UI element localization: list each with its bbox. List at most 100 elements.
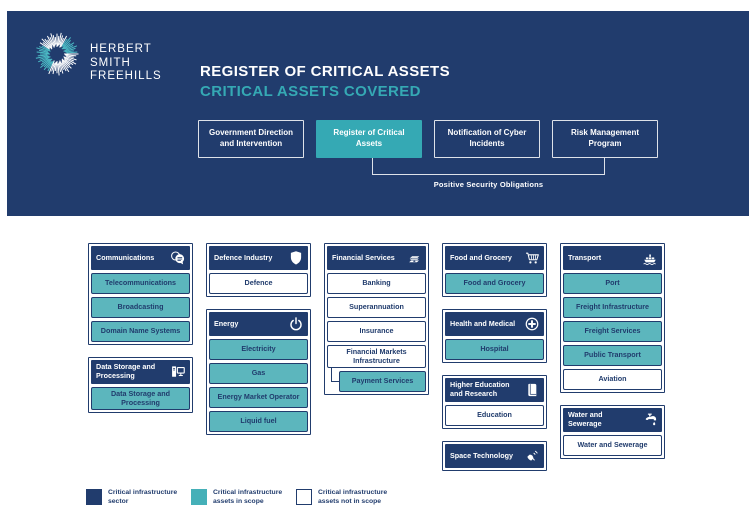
asset-insurance: Insurance [327, 321, 426, 342]
asset-banking: Banking [327, 273, 426, 294]
shopping-cart-icon [524, 250, 540, 266]
asset-superannuation: Superannuation [327, 297, 426, 318]
ship-icon [642, 250, 658, 266]
asset-connector-line [331, 367, 339, 383]
asset-liquid-fuel: Liquid fuel [209, 411, 308, 432]
sector-title: Health and Medical [450, 318, 516, 328]
brand-name: HERBERT SMITH FREEHILLS [90, 43, 162, 84]
sector-header: Health and Medical [445, 312, 544, 336]
asset-freight-infrastructure: Freight Infrastructure [563, 297, 662, 318]
sector-title: Financial Services [332, 252, 395, 262]
legend-swatch-navy [86, 489, 102, 505]
asset-data-storage-and-processing: Data Storage and Processing [91, 387, 190, 411]
asset-defence: Defence [209, 273, 308, 294]
asset-payment-services: Payment Services [339, 371, 426, 393]
computer-icon [170, 364, 186, 380]
nav-notification-of-cyber-incidents[interactable]: Notification of Cyber Incidents [434, 120, 540, 158]
sector-title: Space Technology [450, 450, 513, 460]
legend-label: Critical infrastructure assets in scope [213, 489, 283, 505]
asset-financial-markets-infrastructure: Financial Markets Infrastructure [327, 345, 426, 369]
sector-title: Higher Education and Research [450, 380, 510, 398]
sector-title: Energy [214, 318, 239, 328]
sector-title: Defence Industry [214, 252, 273, 262]
brand-line: SMITH [90, 56, 131, 69]
asset-indent-wrap: Payment Services [331, 367, 426, 393]
satellite-icon [524, 448, 540, 464]
asset-electricity: Electricity [209, 339, 308, 360]
asset-telecommunications: Telecommunications [91, 273, 190, 294]
header-band: HERBERT SMITH FREEHILLS REGISTER OF CRIT… [7, 11, 749, 216]
asset-food-and-grocery: Food and Grocery [445, 273, 544, 294]
asset-freight-services: Freight Services [563, 321, 662, 342]
title-block: REGISTER OF CRITICAL ASSETS CRITICAL ASS… [200, 63, 450, 100]
sector-header: Communications [91, 246, 190, 270]
sector-header: Food and Grocery [445, 246, 544, 270]
brand-line: HERBERT [90, 43, 152, 55]
starburst-logo-icon [33, 30, 81, 78]
asset-energy-market-operator: Energy Market Operator [209, 387, 308, 408]
asset-domain-name-systems: Domain Name Systems [91, 321, 190, 342]
page-subtitle: CRITICAL ASSETS COVERED [200, 83, 421, 100]
asset-hospital: Hospital [445, 339, 544, 360]
asset-port: Port [563, 273, 662, 294]
sector-header: Energy [209, 312, 308, 336]
legend: Critical infrastructure sector Critical i… [86, 489, 401, 507]
legend-item-navy: Critical infrastructure sector [86, 489, 180, 507]
sector-title: Data Storage and Processing [96, 362, 156, 380]
obligations-label: Positive Security Obligations [433, 180, 544, 189]
header-nav: Government Direction and Intervention Reg… [198, 120, 658, 158]
nav-register-of-critical-assets[interactable]: Register of Critical Assets [316, 120, 422, 158]
sector-header: Data Storage and Processing [91, 360, 190, 384]
asset-broadcasting: Broadcasting [91, 297, 190, 318]
sector-header: Transport [563, 246, 662, 270]
sector-title: Communications [96, 252, 155, 262]
asset-gas: Gas [209, 363, 308, 384]
nav-government-direction-and-intervention[interactable]: Government Direction and Intervention [198, 120, 304, 158]
sector-header: Higher Education and Research [445, 378, 544, 402]
sector-title: Water and Sewerage [568, 410, 603, 428]
obligations-bracket-line [372, 158, 605, 175]
power-icon [288, 316, 304, 332]
legend-swatch-teal [191, 489, 207, 505]
asset-water-and-sewerage: Water and Sewerage [563, 435, 662, 456]
sector-header: Space Technology [445, 444, 544, 468]
tap-icon [642, 412, 658, 428]
medical-cross-icon [524, 316, 540, 332]
legend-label: Critical infrastructure assets not in sc… [318, 489, 388, 505]
legend-swatch-white [296, 489, 312, 505]
legend-label: Critical infrastructure sector [108, 489, 178, 505]
brand-line: FREEHILLS [90, 70, 162, 83]
page-title: REGISTER OF CRITICAL ASSETS [200, 63, 450, 80]
sector-title: Food and Grocery [450, 252, 512, 262]
legend-item-teal: Critical infrastructure assets in scope [191, 489, 285, 507]
sector-header: Water and Sewerage [563, 408, 662, 432]
sector-title: Transport [568, 252, 602, 262]
sector-header: Financial Services [327, 246, 426, 270]
asset-public-transport: Public Transport [563, 345, 662, 366]
sector-space-technology: Space Technology [442, 441, 547, 471]
book-icon [524, 382, 540, 398]
speech-bubbles-icon [170, 250, 186, 266]
brand-logo: HERBERT SMITH FREEHILLS [33, 30, 162, 84]
legend-item-white: Critical infrastructure assets not in sc… [296, 489, 390, 507]
asset-aviation: Aviation [563, 369, 662, 390]
banknotes-icon [406, 250, 422, 266]
shield-icon [288, 250, 304, 266]
nav-risk-management-program[interactable]: Risk Management Program [552, 120, 658, 158]
sector-header: Defence Industry [209, 246, 308, 270]
